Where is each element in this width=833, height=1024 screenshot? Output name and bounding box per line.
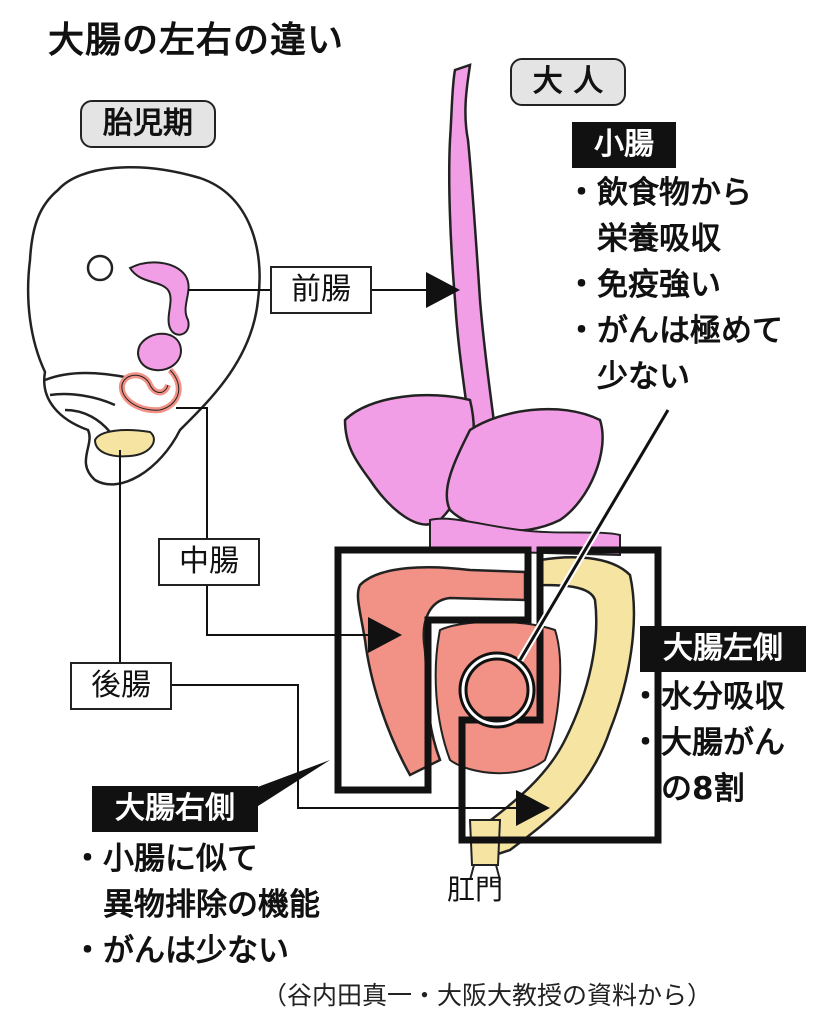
stomach <box>445 407 604 533</box>
small-intestine-bullet: ・がんは極めて <box>566 313 783 349</box>
small-intestine-bullet: 栄養吸収 <box>566 221 721 257</box>
colon-left-bullet: の8割 <box>630 771 745 807</box>
hindgut-arrowhead <box>516 790 550 826</box>
anus-label: 肛門 <box>447 873 504 906</box>
adult-stage-label: 大 人 <box>510 58 626 106</box>
colon-right-bullet: ・小腸に似て <box>72 841 258 877</box>
liver <box>343 393 475 526</box>
colon-right-pointer <box>255 760 330 808</box>
fetal-stage-label: 胎児期 <box>80 100 216 148</box>
adult-drawing <box>343 63 636 881</box>
duodenum <box>429 517 621 557</box>
colon-left-heading: 大腸左側 <box>640 626 806 672</box>
small-intestine-bullet: 少ない <box>566 359 690 395</box>
foregut-arrowhead <box>426 272 460 308</box>
colon-right-box <box>334 546 532 794</box>
small-intestine-heading: 小腸 <box>572 122 676 168</box>
small-intestine-bullet: ・免疫強い <box>566 267 721 303</box>
colon-left-box <box>458 546 662 844</box>
esophagus <box>447 63 497 434</box>
midgut-connector <box>176 407 368 636</box>
fetus-foregut <box>128 261 190 336</box>
colon-left-bullet: ・大腸がん <box>630 725 785 761</box>
anus-line <box>495 864 501 881</box>
fetus-limb <box>49 392 116 407</box>
page-title: 大腸の左右の違い <box>48 20 345 61</box>
fetus-midgut-outline <box>121 369 180 411</box>
colon-left-bullet: ・水分吸収 <box>630 679 785 715</box>
fetus-eye <box>86 254 114 282</box>
foregut-label: 前腸 <box>270 266 372 314</box>
colon-right-heading: 大腸右側 <box>92 786 258 832</box>
small-intestine-bullet: ・飲食物から <box>566 175 752 211</box>
small-intestine-ring-inner <box>461 654 533 726</box>
colon-right-bullet: 異物排除の機能 <box>72 887 320 923</box>
fetus-limb <box>44 371 131 382</box>
midgut-label: 中腸 <box>158 538 260 586</box>
fetus-outline <box>26 166 261 486</box>
source-credit: （谷内田真一・大阪大教授の資料から） <box>262 981 713 1010</box>
fetus-hindgut <box>93 429 155 458</box>
midgut-arrowhead <box>368 617 402 653</box>
small-intestine-pointer <box>518 409 670 661</box>
anus-line <box>469 864 475 881</box>
colon-right-bullet: ・がんは少ない <box>72 933 289 969</box>
hindgut-connector <box>119 450 516 809</box>
fetus-drawing <box>26 166 261 486</box>
fetus-limb <box>64 408 111 433</box>
fetus-stomach <box>137 332 182 372</box>
hindgut-label: 後腸 <box>70 662 172 710</box>
